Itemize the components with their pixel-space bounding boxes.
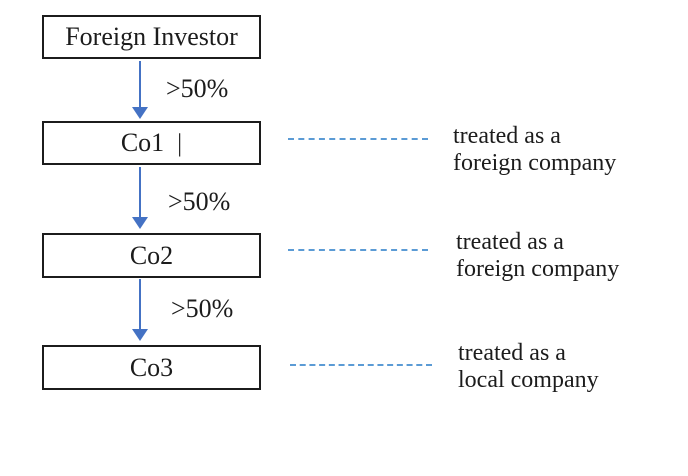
- annotation-line: treated as a: [456, 229, 564, 255]
- node-label: Co1: [120, 128, 165, 157]
- node-label: Foreign Investor: [65, 22, 238, 51]
- dashed-connector-co3: [290, 364, 432, 366]
- dashed-connector-co2: [288, 249, 428, 251]
- annotation-co2-treatment: treated as a foreign company: [456, 229, 619, 283]
- arrowhead-icon: [132, 107, 148, 119]
- node-box-co2: Co2: [42, 233, 261, 278]
- annotation-line: treated as a: [453, 123, 561, 149]
- node-box-foreign-investor: Foreign Investor: [42, 15, 261, 59]
- down-arrow-investor-to-co1: [132, 61, 148, 119]
- annotation-line: local company: [458, 367, 599, 393]
- annotation-co1-treatment: treated as a foreign company: [453, 123, 616, 177]
- arrowhead-icon: [132, 329, 148, 341]
- annotation-line: foreign company: [453, 150, 617, 176]
- node-label: Co3: [129, 352, 174, 382]
- node-box-co1: Co1 |: [42, 121, 261, 165]
- arrow-shaft: [139, 279, 141, 331]
- ownership-share-label: >50%: [166, 74, 229, 103]
- dashed-connector-co1: [288, 138, 428, 140]
- down-arrow-co2-to-co3: [132, 279, 148, 341]
- annotation-line: foreign company: [456, 256, 620, 282]
- ownership-share-label: >50%: [171, 294, 234, 323]
- annotation-co3-treatment: treated as a local company: [458, 340, 599, 394]
- ownership-share-label: >50%: [168, 187, 231, 216]
- down-arrow-co1-to-co2: [132, 167, 148, 229]
- arrow-shaft: [139, 167, 141, 219]
- text-cursor: |: [177, 129, 183, 157]
- arrow-shaft: [139, 61, 141, 109]
- annotation-line: treated as a: [458, 340, 566, 366]
- node-label: Co2: [129, 240, 174, 270]
- arrowhead-icon: [132, 217, 148, 229]
- node-box-co3: Co3: [42, 345, 261, 390]
